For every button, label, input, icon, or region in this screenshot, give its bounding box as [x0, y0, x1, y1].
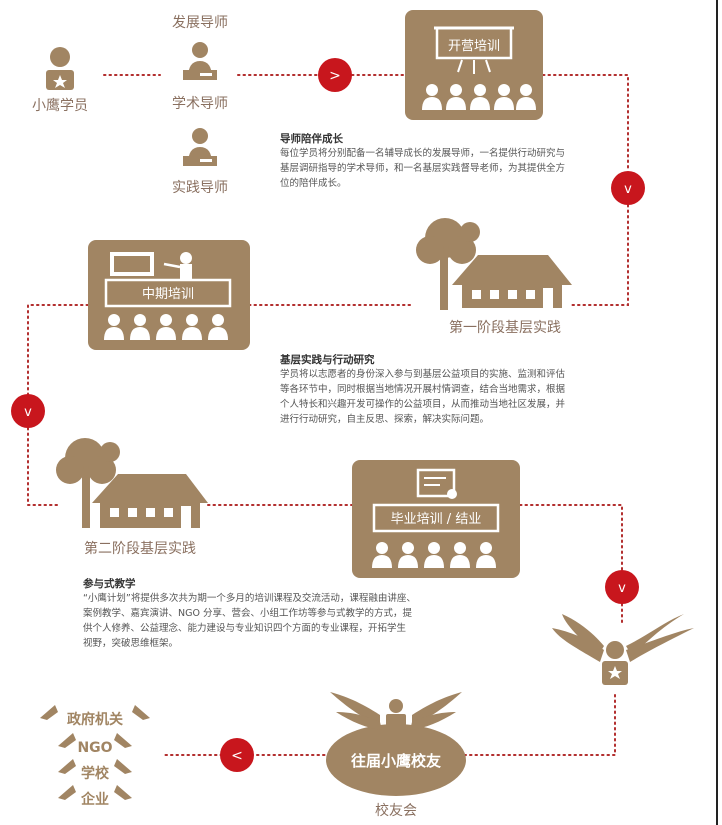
- svg-text:v: v: [624, 182, 632, 197]
- arrow-down-icon: v: [611, 171, 645, 205]
- participatory-section-body: “小鹰计划”将提供多次共为期一个多月的培训课程及交流活动，课程融由讲座、 案例教…: [83, 591, 416, 651]
- mentor-section-body: 每位学员将分别配备一名辅导成长的发展导师，一名提供行动研究与 基层调研指导的学术…: [280, 146, 565, 191]
- svg-text:政府机关: 政府机关: [67, 711, 123, 728]
- village-house-2-icon: [56, 438, 208, 528]
- mentor-line: 基层调研指导的学术导师，和一名基层实践督导老师，为其提供全方: [280, 163, 566, 174]
- arrow-down-right-icon: v: [605, 570, 639, 604]
- arrow-right-icon: >: [318, 58, 352, 92]
- destination-government: 政府机关: [40, 705, 150, 728]
- svg-text:企业: 企业: [80, 791, 109, 808]
- svg-text:v: v: [618, 581, 626, 596]
- svg-text:NGO: NGO: [77, 740, 112, 756]
- alumni-emblem: 往届小鹰校友: [326, 692, 466, 796]
- mentor-practice-icon: [183, 128, 217, 166]
- connector-lines: [27, 74, 629, 756]
- practice-line: 学员将以志愿者的身份深入参与到基层公益项目的实施、监测和评估: [280, 369, 566, 380]
- midterm-training-label: 中期培训: [142, 286, 194, 302]
- midterm-training-box: 中期培训: [88, 240, 250, 350]
- practice-line: 进行行动研究，自主反思、探索，解决实际问题。: [280, 414, 490, 425]
- participatory-line: 视野，突破思维框架。: [83, 638, 179, 649]
- winged-eagle-icon: [552, 614, 694, 685]
- opening-training-label: 开营培训: [448, 38, 500, 54]
- trainee-label: 小鹰学员: [32, 98, 88, 114]
- arrow-left-icon: <: [220, 738, 254, 772]
- participatory-line: 案例教学、嘉宾演讲、NGO 分享、营会、小组工作坊等参与式教学的方式，提: [83, 608, 412, 619]
- destination-list: 政府机关 NGO 学校 企业: [40, 705, 150, 808]
- svg-text:学校: 学校: [81, 765, 110, 782]
- mentor-practice-label: 实践导师: [172, 180, 228, 196]
- participatory-line: 供个人修养、公益理念、能力建设与专业知识四个方面的专业课程，开拓学生: [83, 623, 407, 634]
- destination-school: 学校: [58, 759, 132, 782]
- practice-section-title: 基层实践与行动研究: [280, 354, 375, 366]
- graduation-training-box: 毕业培训 / 结业: [352, 460, 520, 578]
- destination-enterprise: 企业: [58, 785, 132, 808]
- mentor-line: 每位学员将分别配备一名辅导成长的发展导师，一名提供行动研究与: [280, 148, 566, 159]
- mentor-dev-label: 发展导师: [172, 15, 228, 31]
- arrow-down-left-icon: v: [11, 394, 45, 428]
- graduation-training-label: 毕业培训 / 结业: [391, 511, 482, 527]
- opening-training-box: 开营培训: [405, 10, 543, 120]
- right-border-line: [716, 0, 718, 825]
- svg-text:v: v: [24, 405, 32, 420]
- stage2-practice-label: 第二阶段基层实践: [84, 540, 196, 557]
- mentor-line: 位的陪伴成长。: [280, 178, 347, 189]
- destination-ngo: NGO: [58, 733, 132, 756]
- mentor-section-title: 导师陪伴成长: [280, 133, 343, 145]
- mentor-dev-icon: [183, 42, 217, 80]
- stage1-practice-label: 第一阶段基层实践: [449, 319, 561, 336]
- practice-line: 等各环节中，同时根据当地情况开展村情调查，结合当地需求，根据: [280, 384, 566, 395]
- svg-text:<: <: [231, 748, 243, 764]
- village-house-icon: [416, 218, 572, 310]
- participatory-line: “小鹰计划”将提供多次共为期一个多月的培训课程及交流活动，课程融由讲座、: [83, 593, 416, 604]
- alumni-label: 往届小鹰校友: [351, 752, 441, 770]
- mentor-academic-label: 学术导师: [172, 96, 228, 112]
- alumni-association-label: 校友会: [375, 802, 417, 819]
- svg-text:>: >: [329, 68, 341, 84]
- participatory-section-title: 参与式教学: [83, 578, 136, 590]
- practice-line: 个人特长和兴趣开发可操作的公益项目，从而推动当地社区发展，并: [280, 399, 566, 410]
- practice-section-body: 学员将以志愿者的身份深入参与到基层公益项目的实施、监测和评估 等各环节中，同时根…: [280, 367, 565, 427]
- trainee-icon: [46, 47, 74, 90]
